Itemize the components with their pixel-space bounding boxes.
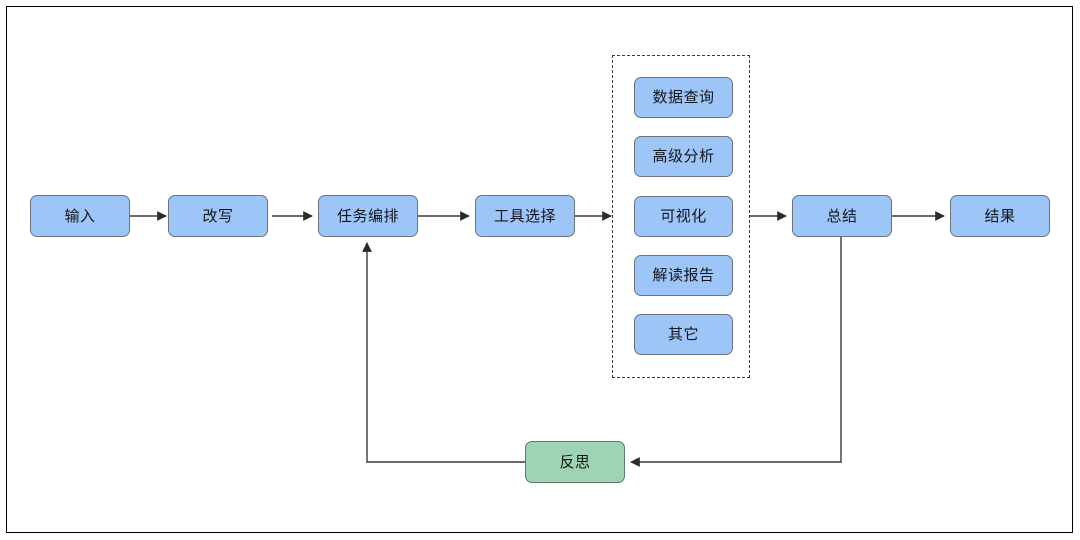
node-result-label: 结果 [984, 207, 1016, 225]
diagram-outer-frame [6, 6, 1073, 533]
node-tool-advanced-analysis[interactable]: 高级分析 [634, 136, 733, 177]
node-tool-interpretation-report-label: 解读报告 [652, 267, 715, 284]
node-tool-visualization[interactable]: 可视化 [634, 196, 733, 237]
node-result[interactable]: 结果 [950, 195, 1050, 237]
node-tool-selection-label: 工具选择 [493, 207, 556, 225]
node-summary[interactable]: 总结 [792, 195, 892, 237]
node-tool-visualization-label: 可视化 [660, 208, 707, 225]
node-summary-label: 总结 [826, 207, 858, 225]
node-reflection[interactable]: 反思 [525, 441, 625, 483]
node-tool-other[interactable]: 其它 [634, 314, 733, 355]
node-task-orchestration-label: 任务编排 [336, 207, 399, 225]
node-rewrite[interactable]: 改写 [168, 195, 268, 237]
node-input-label: 输入 [64, 207, 96, 225]
node-tool-interpretation-report[interactable]: 解读报告 [634, 255, 733, 296]
node-tool-data-query-label: 数据查询 [652, 89, 715, 106]
node-task-orchestration[interactable]: 任务编排 [318, 195, 418, 237]
tool-options-group [612, 55, 750, 378]
node-rewrite-label: 改写 [202, 207, 234, 225]
node-reflection-label: 反思 [559, 453, 591, 471]
node-tool-advanced-analysis-label: 高级分析 [652, 148, 715, 165]
node-tool-other-label: 其它 [667, 326, 699, 343]
node-tool-selection[interactable]: 工具选择 [475, 195, 575, 237]
node-input[interactable]: 输入 [30, 195, 130, 237]
node-tool-data-query[interactable]: 数据查询 [634, 77, 733, 118]
